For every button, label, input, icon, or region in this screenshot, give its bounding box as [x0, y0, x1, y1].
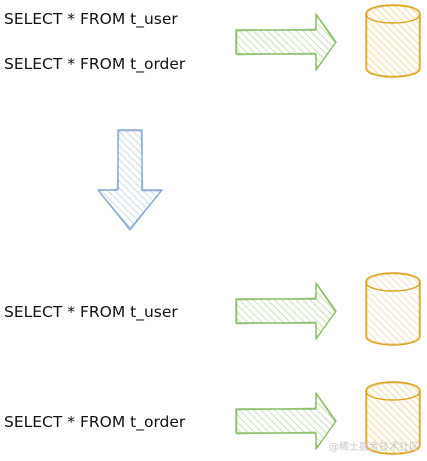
- bottom-query-order: SELECT * FROM t_order: [4, 413, 186, 431]
- top-database-icon: [365, 4, 421, 78]
- bottom-database-icon-2: [365, 381, 421, 455]
- bottom-query-user: SELECT * FROM t_user: [4, 303, 178, 321]
- bottom-database-icon-1: [365, 272, 421, 346]
- top-right-arrow-icon: [235, 13, 337, 71]
- watermark: @稀土掘金技术社区: [329, 442, 419, 453]
- top-query-order: SELECT * FROM t_order: [4, 55, 186, 73]
- top-query-user: SELECT * FROM t_user: [4, 10, 178, 28]
- bottom-right-arrow-icon-1: [235, 282, 337, 340]
- bottom-right-arrow-icon-2: [235, 392, 337, 450]
- down-arrow-icon: [97, 129, 163, 231]
